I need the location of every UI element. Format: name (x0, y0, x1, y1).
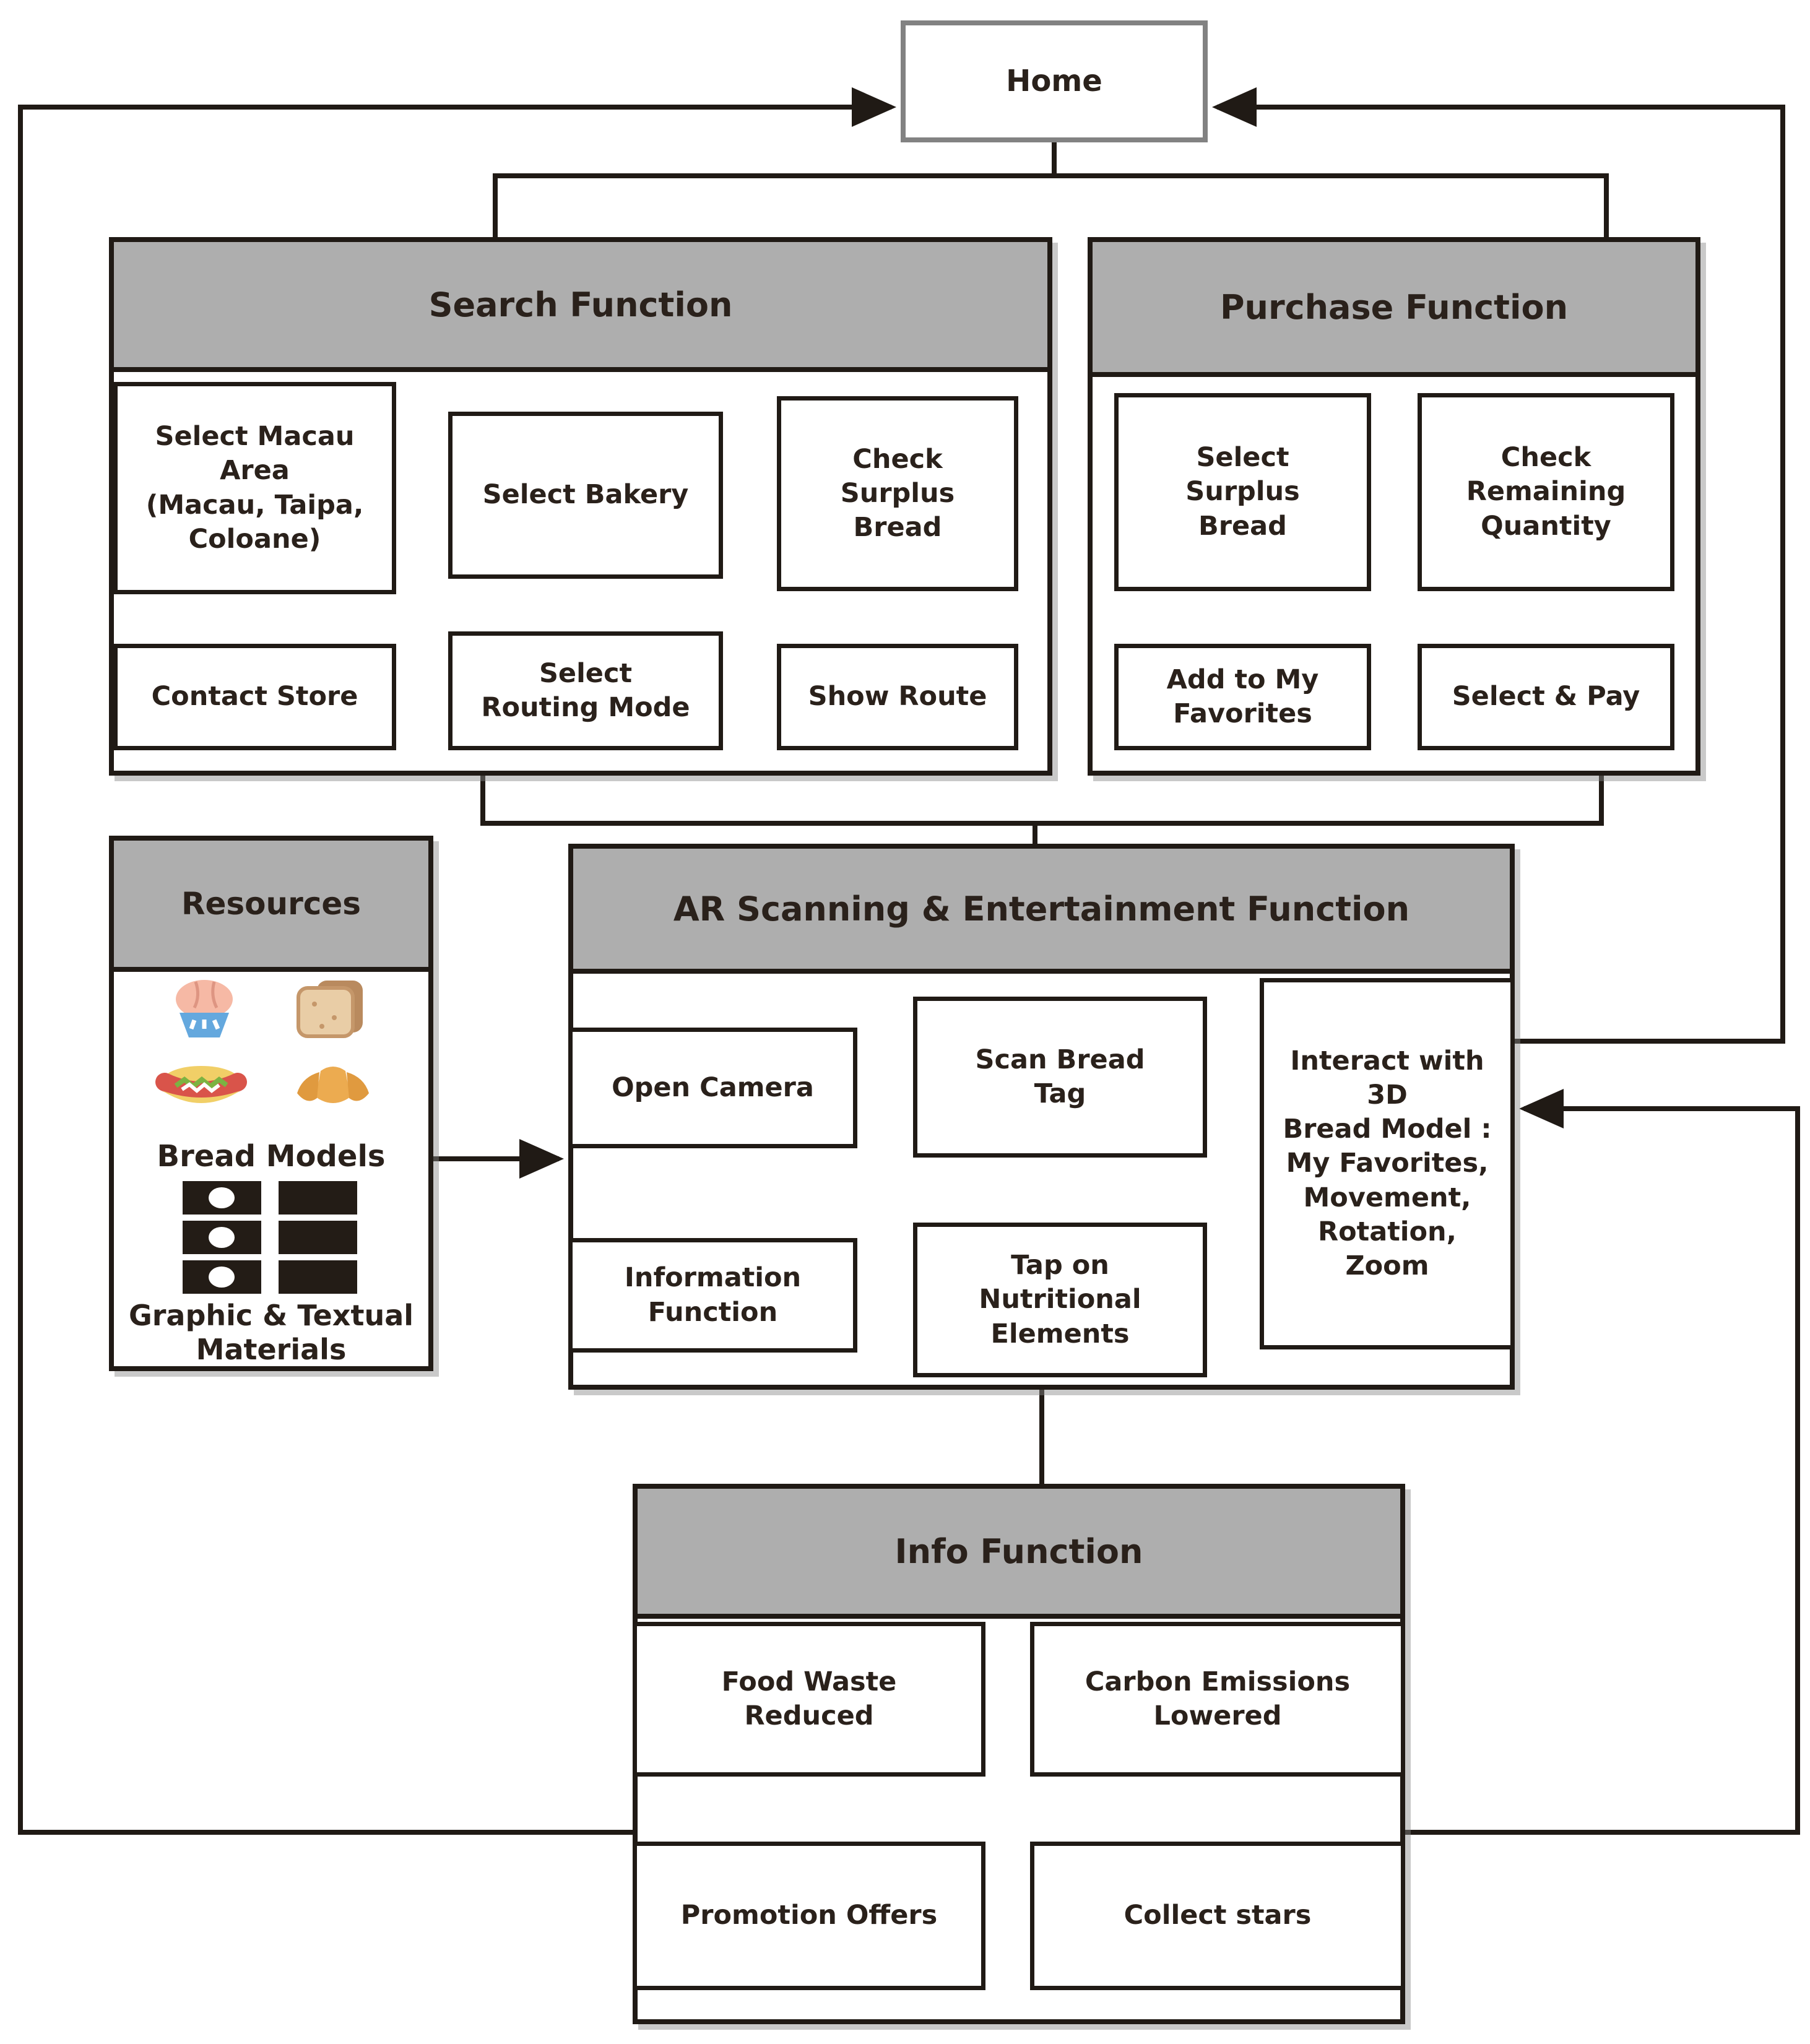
croissant-icon (297, 1067, 369, 1103)
bread-models-label: Bread Models (157, 1139, 386, 1174)
tap-nutritional-elements-node: Tap on Nutritional Elements (913, 1223, 1207, 1377)
select-macau-area-node: Select Macau Area (Macau, Taipa, Coloane… (113, 382, 396, 594)
solid-bars-icon (279, 1181, 357, 1294)
ar-to-home-loop (1212, 87, 1785, 1044)
list-with-circles-icon (183, 1181, 261, 1294)
carbon-emissions-lowered-node: Carbon Emissions Lowered (1030, 1622, 1405, 1777)
add-to-favorites-node: Add to My Favorites (1114, 644, 1371, 750)
show-route-node: Show Route (777, 644, 1018, 750)
hot-dog-icon (155, 1066, 247, 1103)
info-to-home-loop (18, 87, 896, 1835)
sections-to-ar-bar (480, 776, 1604, 826)
food-waste-reduced-node: Food Waste Reduced (633, 1622, 985, 1777)
graphic-textual-materials-label: Graphic & Textual Materials (128, 1299, 414, 1367)
select-routing-mode-node: Select Routing Mode (448, 631, 723, 750)
purchase-function-header: Purchase Function (1093, 242, 1695, 377)
distribution-bar (493, 173, 1609, 237)
steamed-bun-icon (176, 980, 233, 1037)
resources-section: Resources (109, 836, 433, 1371)
home-node: Home (901, 20, 1208, 142)
bread-slice-icon (297, 981, 363, 1038)
interact-3d-bread-model-node: Interact with 3D Bread Model : My Favori… (1260, 978, 1515, 1349)
ar-scanning-header: AR Scanning & Entertainment Function (573, 849, 1510, 974)
search-function-header: Search Function (114, 242, 1047, 372)
select-bakery-node: Select Bakery (448, 412, 723, 579)
resources-header: Resources (114, 841, 428, 972)
info-function-header: Info Function (638, 1489, 1400, 1619)
check-remaining-quantity-node: Check Remaining Quantity (1418, 393, 1674, 591)
info-to-ar-loop (1405, 1089, 1800, 1835)
collect-stars-node: Collect stars (1030, 1842, 1405, 1990)
scan-bread-tag-node: Scan Bread Tag (913, 997, 1207, 1158)
promotion-offers-node: Promotion Offers (633, 1842, 985, 1990)
contact-store-node: Contact Store (113, 644, 396, 750)
open-camera-node: Open Camera (568, 1028, 857, 1148)
information-function-node: Information Function (568, 1238, 857, 1353)
select-surplus-bread-node: Select Surplus Bread (1114, 393, 1371, 591)
select-and-pay-node: Select & Pay (1418, 644, 1674, 750)
check-surplus-bread-node: Check Surplus Bread (777, 396, 1018, 591)
